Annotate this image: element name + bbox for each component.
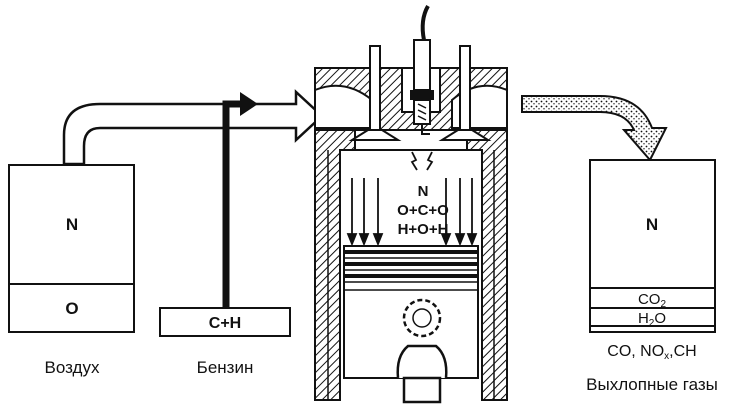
fuel-caption: Бензин xyxy=(197,358,254,377)
exhaust-valve xyxy=(438,45,492,141)
exhaust-others-label: CO, NOx,CH xyxy=(607,343,696,362)
mixture-line-3: H+O+H xyxy=(398,221,449,238)
fuel-line-arrow xyxy=(222,92,258,308)
air-caption: Воздух xyxy=(45,358,100,377)
exhaust-caption: Выхлопные газы xyxy=(586,375,718,394)
intake-flow-arrows xyxy=(346,178,478,247)
piston xyxy=(343,245,479,379)
spark-plug xyxy=(410,5,434,135)
air-box: N O xyxy=(8,164,135,333)
connecting-rod xyxy=(396,344,448,404)
exhaust-co2-label: CO2 xyxy=(638,291,667,310)
exhaust-box: N CO2 H2O xyxy=(589,159,716,333)
exhaust-h2o-label: H2O xyxy=(638,310,666,329)
air-oxygen-label: O xyxy=(65,299,78,318)
air-nitrogen-label: N xyxy=(66,215,78,234)
mixture-line-1: N xyxy=(418,183,429,200)
air-intake-arrow xyxy=(62,89,324,166)
mixture-line-2: O+C+O xyxy=(397,202,449,219)
spark-icon xyxy=(410,151,434,171)
fuel-formula: C+H xyxy=(209,315,241,332)
exhaust-outlet-arrow xyxy=(521,95,668,162)
fuel-box: C+H xyxy=(159,307,291,337)
intake-valve xyxy=(348,45,402,141)
exhaust-nitrogen-label: N xyxy=(646,215,658,234)
